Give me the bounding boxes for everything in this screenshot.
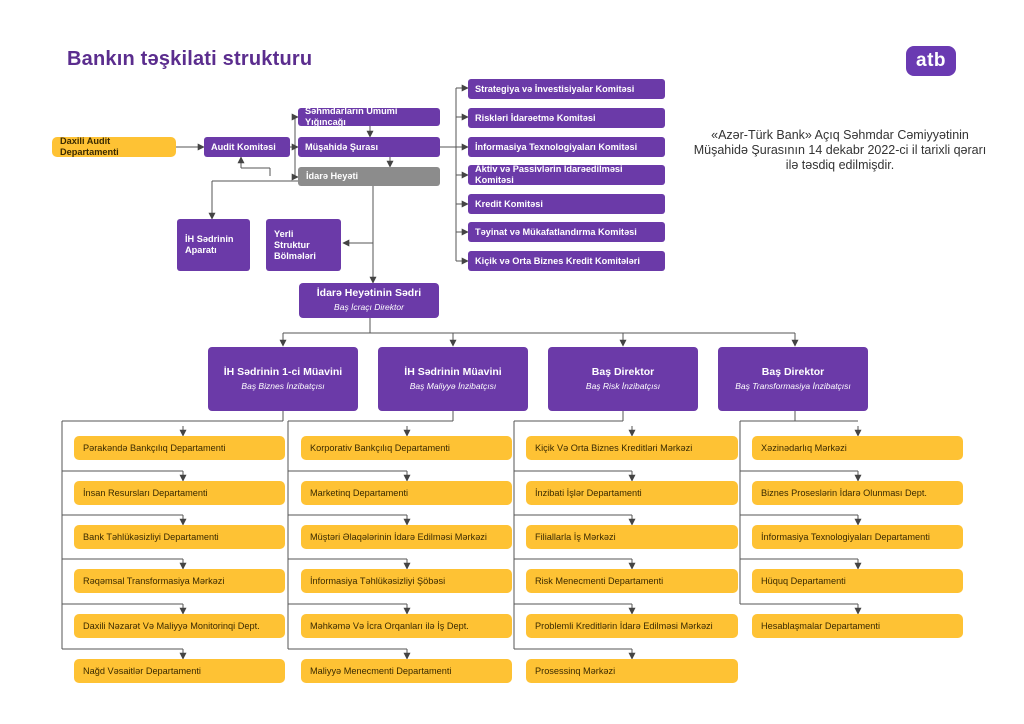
- department-item: Kiçik Və Orta Biznes Kreditləri Mərkəzi: [526, 436, 738, 460]
- audit-committee-node: Audit Komitəsi: [204, 137, 290, 157]
- department-item: İnsan Resursları Departamenti: [74, 481, 285, 505]
- department-item: Marketinq Departamenti: [301, 481, 512, 505]
- management-board-node: İdarə Heyəti: [298, 167, 440, 186]
- approval-note: «Azər-Türk Bank» Açıq Səhmdar Cəmiyyətin…: [693, 128, 987, 172]
- page-title: Bankın təşkilati strukturu: [67, 48, 313, 70]
- executive-subtitle: Baş Maliyyə İnzibatçısı: [409, 380, 497, 391]
- executive-title: İH Sədrinin Müavini: [404, 365, 502, 378]
- executive-title: Baş Direktor: [591, 365, 655, 378]
- executive-title: İH Sədrinin 1-ci Müavini: [223, 365, 343, 378]
- committee-item: Strategiya və İnvestisiyalar Komitəsi: [468, 79, 665, 99]
- committee-item: Aktiv və Passivlərin İdarəedilməsi Komit…: [468, 164, 665, 185]
- department-item: Pərakəndə Bankçılıq Departamenti: [74, 436, 285, 460]
- ceo-title: İdarə Heyətinin Sədri: [316, 287, 422, 299]
- executive-subtitle: Baş Transformasiya İnzibatçısı: [735, 380, 851, 391]
- supervisory-board-node: Müşahidə Şurası: [298, 137, 440, 157]
- committee-item: İnformasiya Texnologiyaları Komitəsi: [468, 137, 665, 157]
- executive-subtitle: Baş Risk İnzibatçısı: [585, 380, 661, 391]
- department-item: Məhkəmə Və İcra Orqanları ilə İş Dept.: [301, 614, 512, 638]
- local-units-node: Yerli Struktur Bölmələri: [266, 219, 341, 271]
- department-item: Nağd Vəsaitlər Departamenti: [74, 659, 285, 683]
- department-item: İnformasiya Texnologiyaları Departamenti: [752, 525, 963, 549]
- department-item: Hüquq Departamenti: [752, 569, 963, 593]
- local-units-line-3: Bölmələri: [274, 250, 316, 261]
- chairman-office-line-1: İH Sədrinin: [185, 234, 234, 244]
- department-item: Biznes Proseslərin İdarə Olunması Dept.: [752, 481, 963, 505]
- committee-item: Kiçik və Orta Biznes Kredit Komitələri: [468, 251, 665, 271]
- department-item: Hesablaşmalar Departamenti: [752, 614, 963, 638]
- local-units-line-1: Yerli: [274, 228, 294, 239]
- department-item: Korporativ Bankçılıq Departamenti: [301, 436, 512, 460]
- department-item: Daxili Nəzarət Və Maliyyə Monitorinqi De…: [74, 614, 285, 638]
- department-item: Rəqəmsal Transformasiya Mərkəzi: [74, 569, 285, 593]
- department-item: İnzibati İşlər Departamenti: [526, 481, 738, 505]
- department-item: Maliyyə Menecmenti Departamenti: [301, 659, 512, 683]
- committee-item: Kredit Komitəsi: [468, 194, 665, 214]
- chairman-office-node: İH Sədrinin Aparatı: [177, 219, 250, 271]
- department-item: Bank Təhlükəsizliyi Departamenti: [74, 525, 285, 549]
- department-item: İnformasiya Təhlükəsizliyi Şöbəsi: [301, 569, 512, 593]
- department-item: Prosessinq Mərkəzi: [526, 659, 738, 683]
- ceo-node: İdarə Heyətinin Sədri Baş İcraçı Direkto…: [299, 283, 439, 318]
- internal-audit-node: Daxili Audit Departamenti: [52, 136, 176, 157]
- department-item: Problemli Kreditlərin İdarə Edilməsi Mər…: [526, 614, 738, 638]
- executive-title: Baş Direktor: [761, 365, 825, 378]
- bank-logo: atb: [906, 46, 956, 76]
- department-item: Filiallarla İş Mərkəzi: [526, 525, 738, 549]
- committee-item: Təyinat və Mükafatlandırma Komitəsi: [468, 222, 665, 242]
- ceo-subtitle: Baş İcraçı Direktor: [334, 302, 404, 312]
- chairman-office-line-2: Aparatı: [185, 245, 217, 255]
- executive-subtitle: Baş Biznes İnzibatçısı: [241, 380, 325, 391]
- general-meeting-node: Səhmdarların Ümumi Yığıncağı: [298, 106, 440, 127]
- department-item: Xəzinədarlıq Mərkəzi: [752, 436, 963, 460]
- department-item: Risk Menecmenti Departamenti: [526, 569, 738, 593]
- committee-item: Riskləri İdarəetmə Komitəsi: [468, 108, 665, 128]
- department-item: Müştəri Əlaqələrinin İdarə Edilməsi Mərk…: [301, 525, 512, 549]
- local-units-line-2: Struktur: [274, 239, 310, 250]
